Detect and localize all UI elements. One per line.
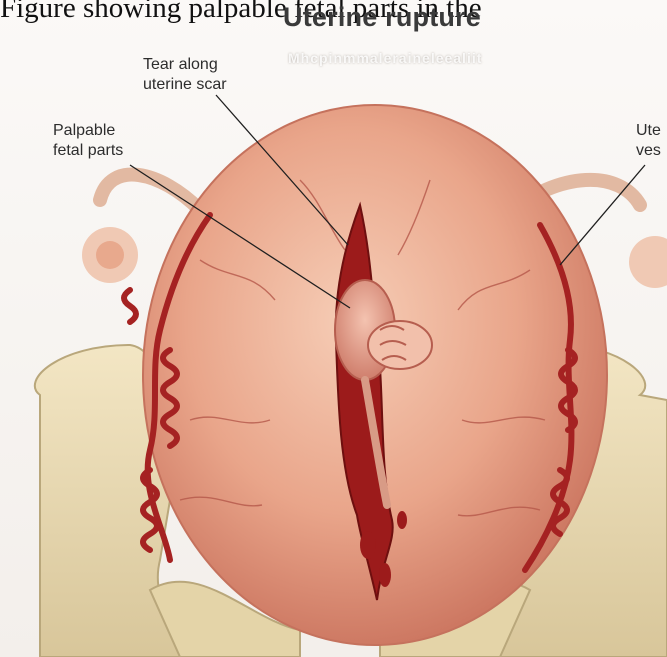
label-tear-line1: Tear along [143,55,227,75]
label-tear: Tear along uterine scar [143,55,227,95]
watermark: Mhcpinmmaleraineleealiit [288,50,482,66]
label-palpable-line1: Palpable [53,121,123,141]
label-palpable: Palpable fetal parts [53,121,123,161]
page-title: Uterine rupture [283,2,481,33]
label-tear-line2: uterine scar [143,75,227,95]
label-vessels-line1: Ute [636,121,661,141]
label-vessels-line2: ves [636,141,661,161]
label-palpable-line2: fetal parts [53,141,123,161]
label-vessels: Ute ves [636,121,661,161]
